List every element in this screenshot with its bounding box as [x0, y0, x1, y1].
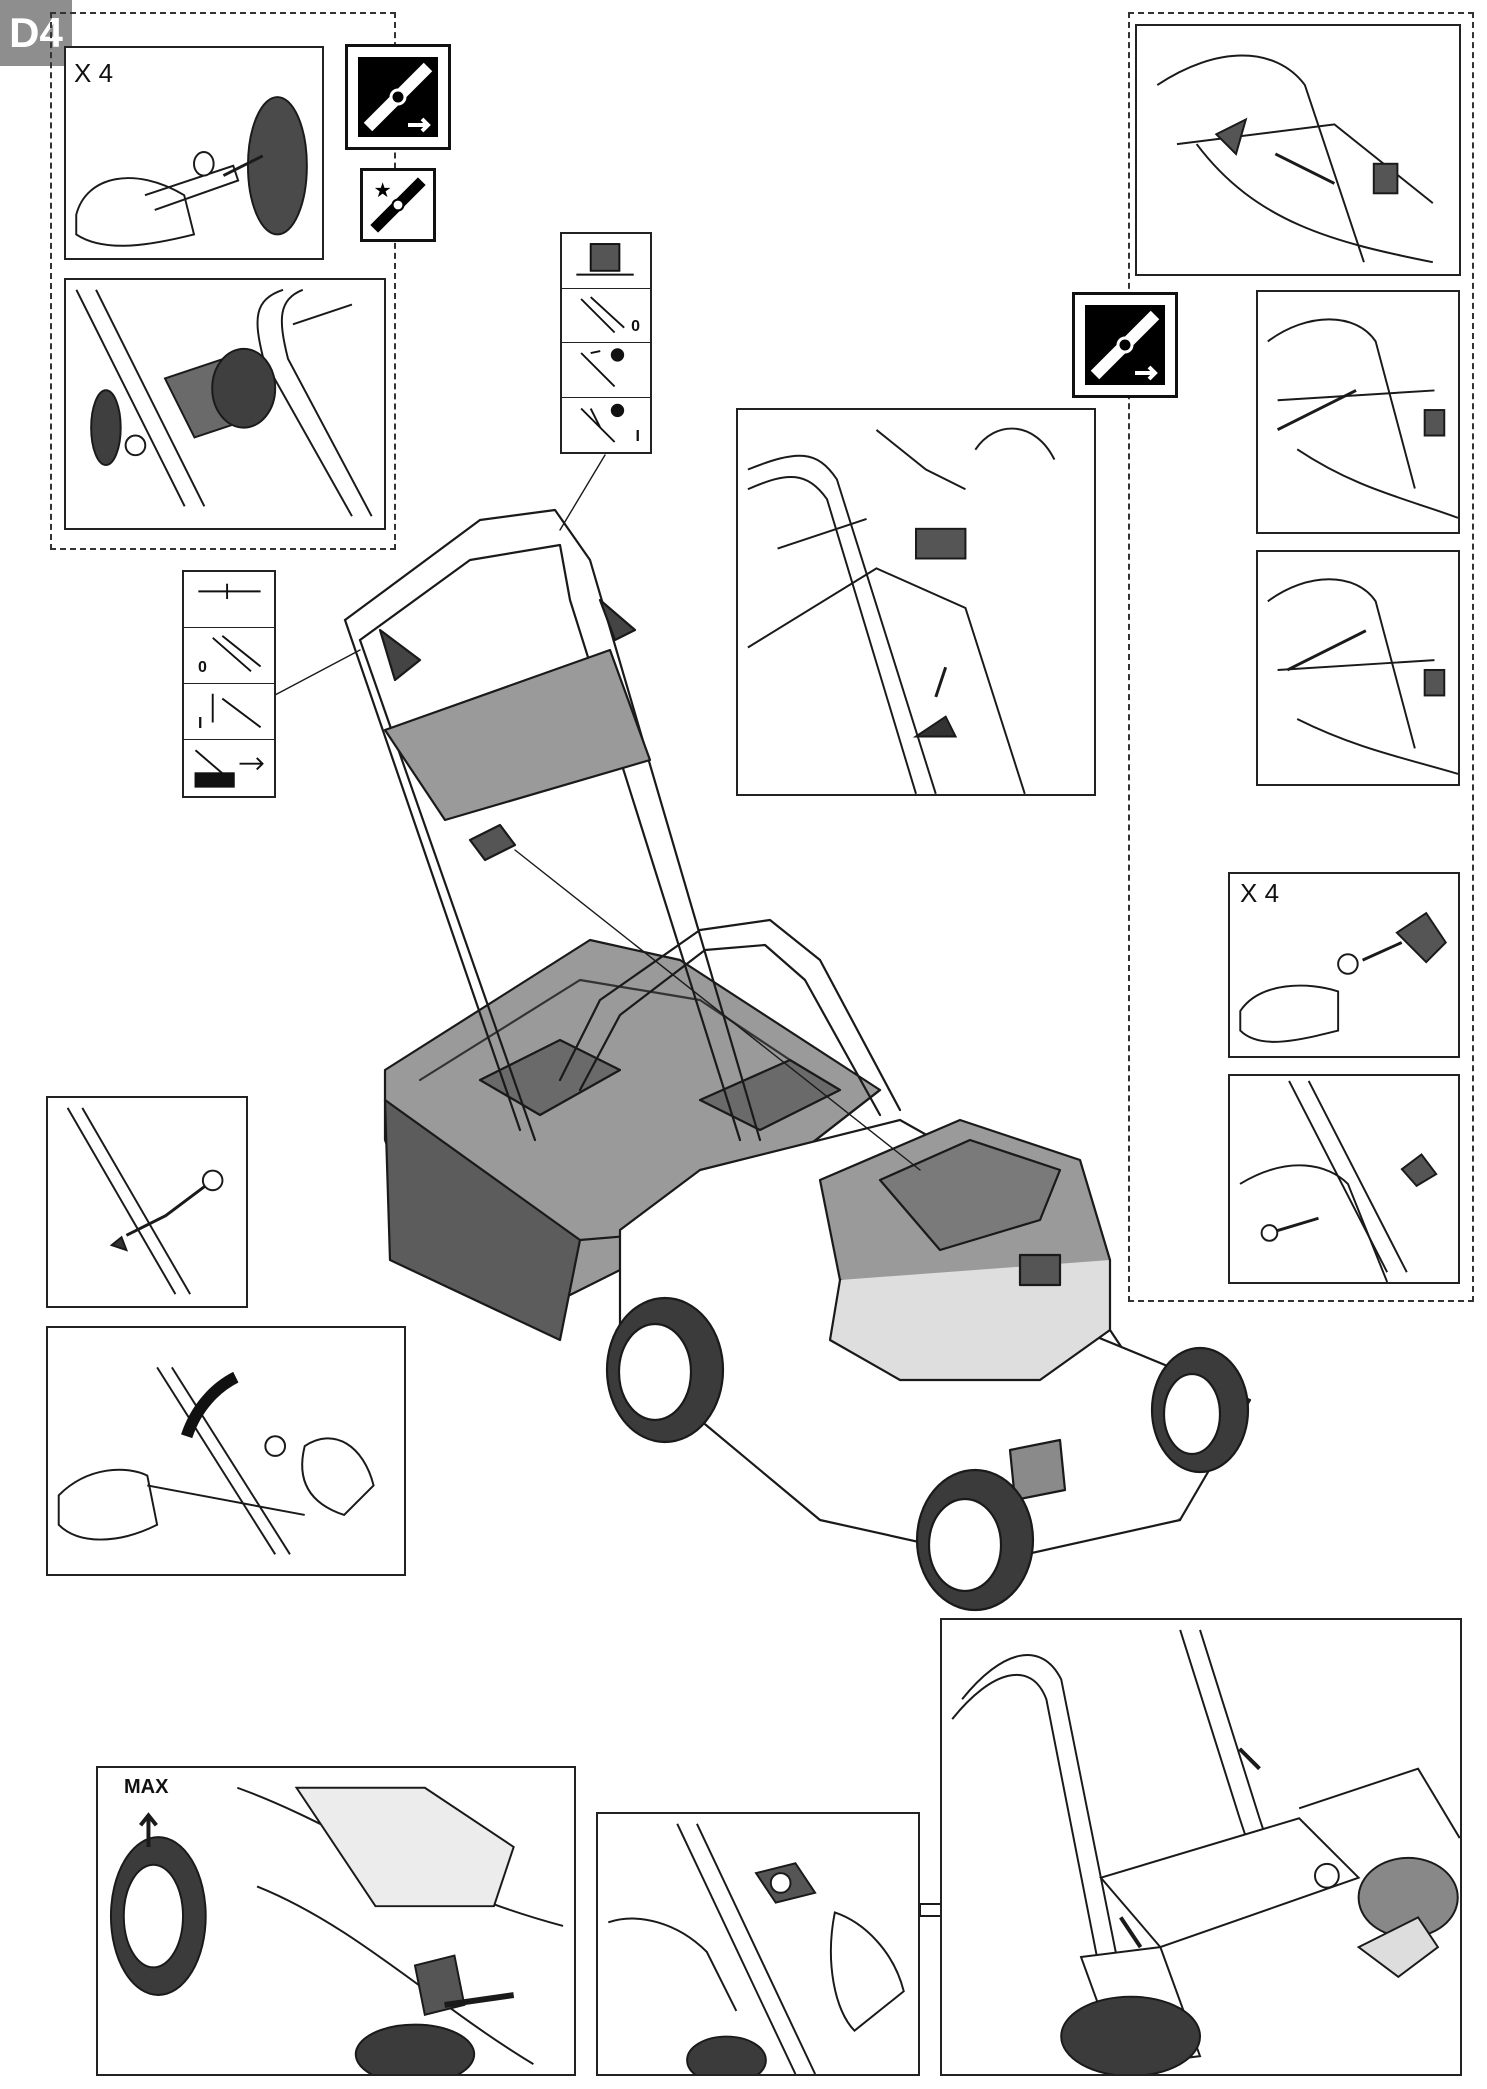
strip-top-label-i: I — [635, 428, 640, 445]
strip-cell-drive — [184, 740, 274, 796]
step-handle-knob-x4 — [1228, 872, 1460, 1058]
quantity-label-wheels: X 4 — [74, 58, 114, 88]
step-cable-hook-1 — [1135, 24, 1461, 276]
step-wheel-fastening — [64, 46, 324, 260]
throttle-control-strip-left: 0 I — [182, 570, 276, 798]
svg-text:★: ★ — [374, 178, 392, 202]
fuel-max-label: MAX — [124, 1776, 169, 1798]
strip-top-cell-position-i: I — [562, 398, 650, 453]
cut-height-adjust-icon — [345, 44, 451, 150]
page-tag: D4 — [0, 0, 72, 66]
step-handle-mount — [940, 1618, 1462, 2076]
strip-label-0: 0 — [198, 659, 207, 676]
right-assembly-group — [1128, 12, 1474, 1302]
quantity-label-knobs: X 4 — [1240, 878, 1280, 908]
throttle-control-strip-top: 0 I — [560, 232, 652, 454]
step-handle-knob-assembly — [64, 278, 386, 530]
strip-cell-blade-brake — [184, 572, 274, 628]
strip-cell-position-i: I — [184, 684, 274, 740]
blade-height-icon: ★ — [360, 168, 436, 242]
step-fuel-fill — [96, 1766, 576, 2076]
strip-cell-position-0: 0 — [184, 628, 274, 684]
step-bolt-hook — [46, 1096, 248, 1308]
step-cable-hook-2 — [1256, 290, 1460, 534]
step-cable-clip — [736, 408, 1096, 796]
left-assembly-group — [50, 12, 396, 550]
strip-top-label-0: 0 — [631, 318, 640, 335]
strip-top-cell-engine — [562, 234, 650, 289]
strip-top-cell-step-1 — [562, 343, 650, 398]
strip-top-cell-position-0: 0 — [562, 289, 650, 343]
step-cable-pull — [46, 1326, 406, 1576]
strip-label-i: I — [198, 715, 203, 732]
step-cable-hook-3 — [1256, 550, 1460, 786]
step-handle-bolt-knob — [1228, 1074, 1460, 1284]
step-handle-lock — [596, 1812, 920, 2076]
cut-height-adjust-icon-right — [1072, 292, 1178, 398]
